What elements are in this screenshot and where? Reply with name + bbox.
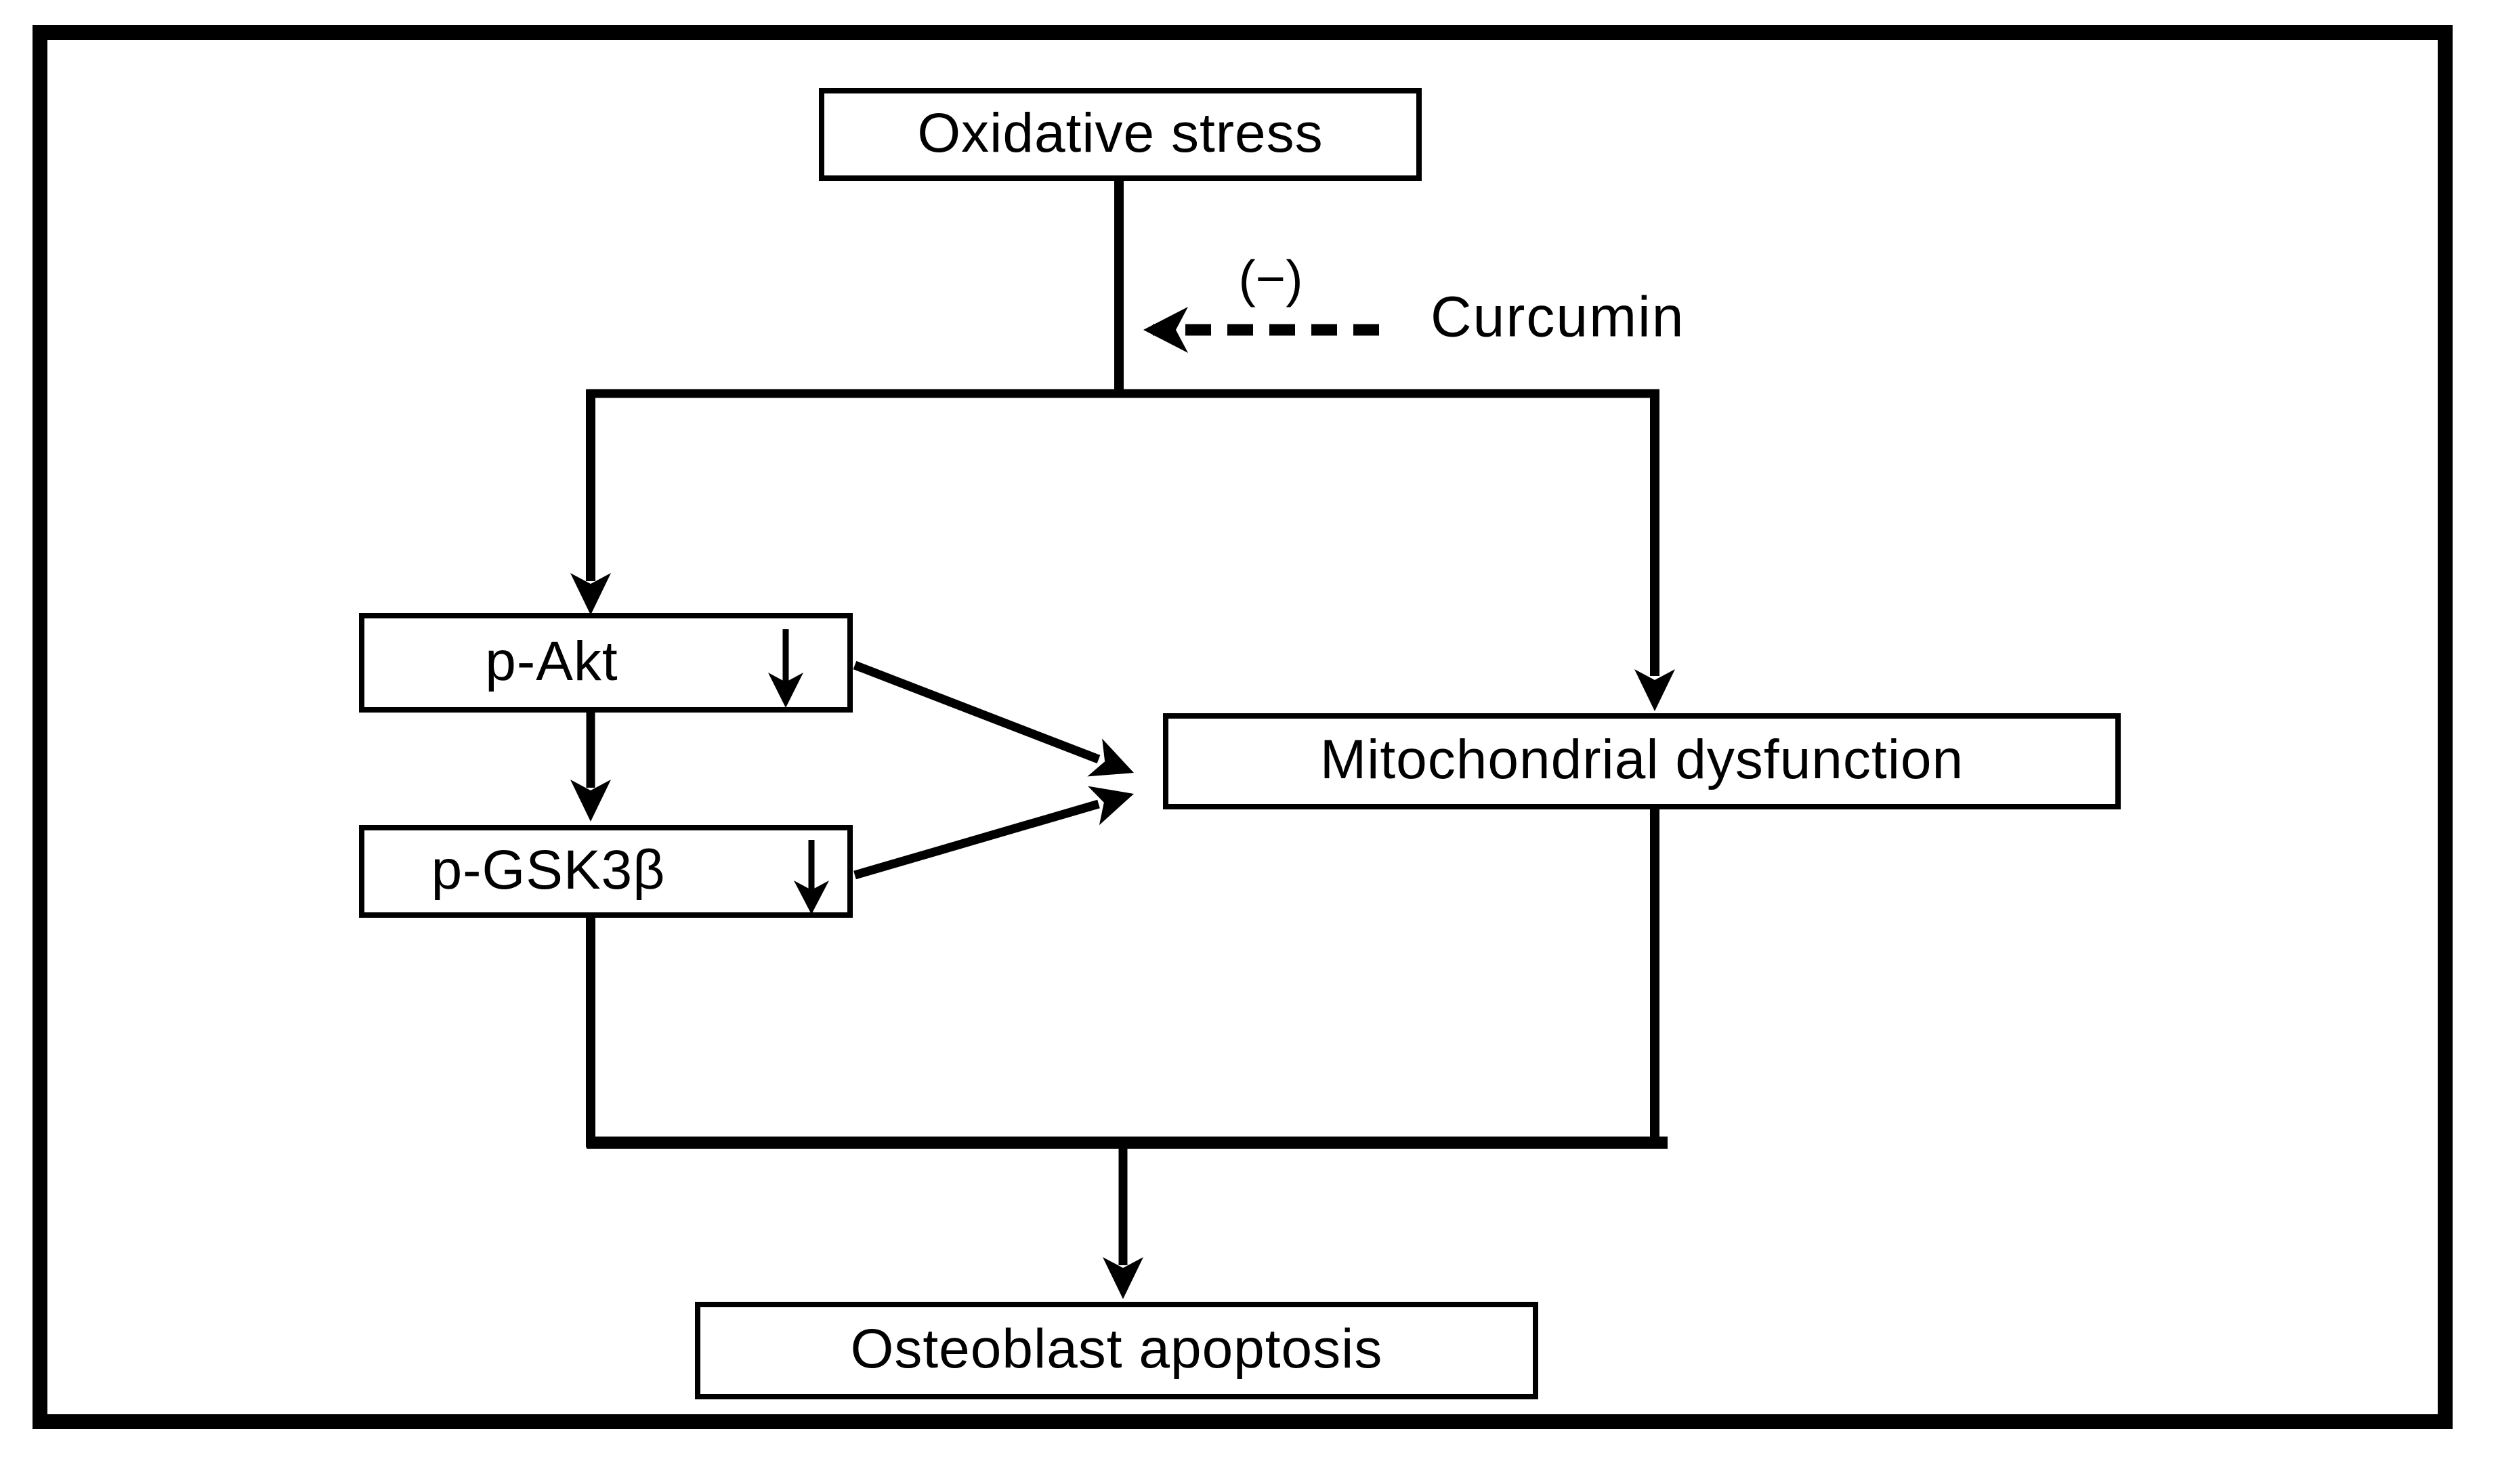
node-mitochondrial-dysfunction-label: Mitochondrial dysfunction <box>1319 729 1964 790</box>
arrowhead-into-p-gsk3b <box>570 780 611 822</box>
node-p-gsk3b-label: p-GSK3β <box>431 839 666 901</box>
edge-p-akt-to-mito <box>853 660 1101 764</box>
down-arrow-icon <box>794 840 829 914</box>
node-p-akt: p-Akt <box>359 613 853 713</box>
curcumin-label: Curcumin <box>1431 284 1685 349</box>
arrowhead-into-osteoblast <box>1103 1257 1143 1299</box>
node-p-gsk3b: p-GSK3β <box>359 825 853 918</box>
inhibition-sign-label: (−) <box>1238 250 1303 308</box>
down-arrow-icon <box>768 629 803 708</box>
edge-p-gsk3b-to-mito <box>853 799 1100 880</box>
arrowhead-into-mito-top <box>1634 669 1675 711</box>
node-p-akt-label: p-Akt <box>485 630 618 692</box>
node-mitochondrial-dysfunction: Mitochondrial dysfunction <box>1163 713 2121 809</box>
arrowhead-p-gsk3b-to-mito <box>1088 786 1134 826</box>
arrowhead-curcumin-dashed <box>1143 307 1188 353</box>
node-osteoblast-apoptosis: Osteoblast apoptosis <box>695 1302 1538 1399</box>
arrowhead-p-akt-to-mito <box>1087 738 1134 777</box>
arrowhead-into-p-akt <box>570 573 611 615</box>
node-oxidative-stress: Oxidative stress <box>819 88 1422 181</box>
node-oxidative-stress-label: Oxidative stress <box>917 102 1324 164</box>
node-osteoblast-apoptosis-label: Osteoblast apoptosis <box>850 1318 1383 1380</box>
